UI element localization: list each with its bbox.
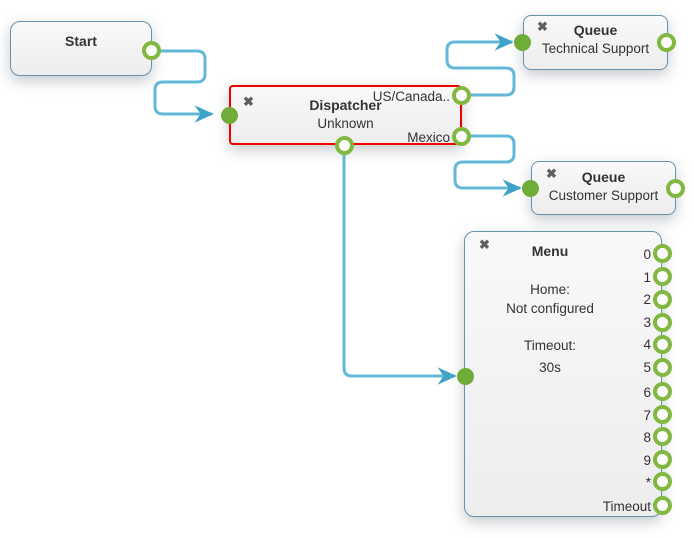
- node-queue-customer[interactable]: ✖ Queue Customer Support: [531, 161, 676, 215]
- delete-icon[interactable]: ✖: [243, 94, 254, 109]
- port-menu-output-5[interactable]: [653, 358, 672, 377]
- menu-port-label-5: 5: [643, 360, 651, 375]
- menu-port-label-4: 4: [643, 337, 651, 352]
- port-menu-output-2[interactable]: [653, 290, 672, 309]
- connector-uscanada-queue-technical[interactable]: [445, 33, 516, 97]
- port-menu-output-0[interactable]: [653, 244, 672, 263]
- menu-port-label-9: 9: [643, 453, 651, 468]
- port-queue-customer-output[interactable]: [666, 179, 685, 198]
- port-dispatcher-input[interactable]: [221, 107, 238, 124]
- menu-port-label-3: 3: [643, 315, 651, 330]
- port-menu-output-star[interactable]: [653, 472, 672, 491]
- node-title: Dispatcher: [309, 97, 382, 113]
- port-dispatcher-output-uscanada[interactable]: [452, 86, 471, 105]
- port-menu-output-timeout[interactable]: [653, 496, 672, 515]
- port-queue-technical-output[interactable]: [657, 33, 676, 52]
- menu-port-label-0: 0: [643, 247, 651, 262]
- node-menu[interactable]: ✖ Menu Home: Not configured Timeout: 30s…: [464, 231, 662, 517]
- port-menu-output-9[interactable]: [653, 450, 672, 469]
- menu-timeout-label: Timeout:: [523, 338, 577, 353]
- port-dispatcher-output-mexico[interactable]: [452, 127, 471, 146]
- node-subtitle: Unknown: [317, 116, 374, 131]
- delete-icon[interactable]: ✖: [546, 166, 557, 181]
- port-menu-output-6[interactable]: [653, 382, 672, 401]
- port-menu-output-8[interactable]: [653, 427, 672, 446]
- delete-icon[interactable]: ✖: [537, 19, 548, 34]
- port-start-output[interactable]: [142, 41, 161, 60]
- menu-port-label-6: 6: [643, 385, 651, 400]
- menu-port-label-1: 1: [643, 270, 651, 285]
- menu-port-label-timeout: Timeout: [602, 499, 651, 514]
- menu-port-label-2: 2: [643, 292, 651, 307]
- port-queue-customer-input[interactable]: [522, 180, 539, 197]
- node-subtitle: Customer Support: [548, 188, 659, 203]
- node-subtitle: Technical Support: [541, 41, 650, 56]
- node-dispatcher[interactable]: ✖ Dispatcher Unknown US/Canada.. Mexico: [229, 85, 462, 145]
- port-menu-output-3[interactable]: [653, 313, 672, 332]
- connector-dispatcher-menu[interactable]: [342, 147, 457, 385]
- output-label-mexico: Mexico: [407, 130, 450, 145]
- node-title: Queue: [573, 22, 618, 38]
- output-label-uscanada: US/Canada..: [372, 89, 450, 104]
- port-menu-output-1[interactable]: [653, 267, 672, 286]
- menu-timeout-value: 30s: [539, 360, 561, 375]
- node-title: Queue: [581, 169, 626, 185]
- menu-port-label-7: 7: [643, 408, 651, 423]
- node-queue-technical[interactable]: ✖ Queue Technical Support: [523, 15, 668, 70]
- node-start[interactable]: Start: [10, 21, 152, 76]
- menu-port-label-8: 8: [643, 430, 651, 445]
- port-menu-output-4[interactable]: [653, 335, 672, 354]
- port-dispatcher-output-bottom[interactable]: [335, 136, 354, 155]
- node-title: Menu: [531, 243, 569, 259]
- connector-start-dispatcher[interactable]: [152, 49, 214, 123]
- node-title: Start: [65, 33, 97, 49]
- delete-icon[interactable]: ✖: [479, 237, 490, 252]
- port-queue-technical-input[interactable]: [514, 34, 531, 51]
- menu-port-label-star: *: [645, 475, 651, 490]
- port-menu-input[interactable]: [457, 368, 474, 385]
- menu-home-value: Not configured: [506, 301, 594, 316]
- menu-home-label: Home:: [530, 282, 570, 297]
- port-menu-output-7[interactable]: [653, 405, 672, 424]
- connector-mexico-queue-customer[interactable]: [453, 134, 522, 197]
